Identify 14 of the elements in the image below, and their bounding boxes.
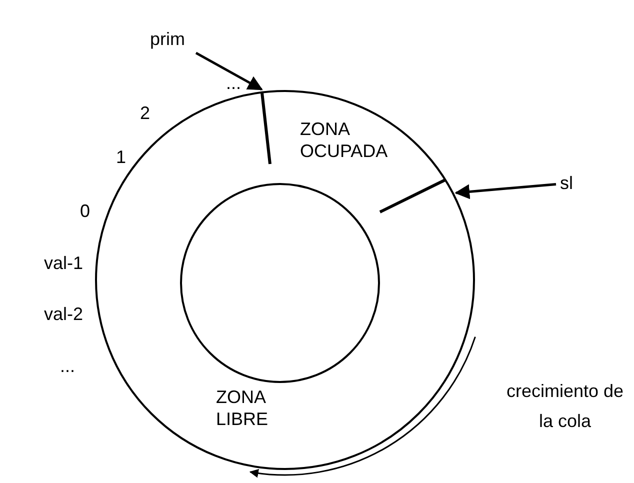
index-label: 2 — [140, 102, 150, 124]
zone-label: ZONA LIBRE — [216, 386, 270, 430]
arrow — [195, 52, 263, 91]
slot-label: val-2 — [44, 303, 84, 325]
direction-label: crecimiento de la cola — [505, 380, 625, 433]
index-label: ... — [226, 72, 242, 94]
pointer-label: sl — [560, 172, 573, 194]
slot-label: val-1 — [44, 252, 84, 274]
pointer-label: prim — [150, 28, 185, 50]
index-label: 0 — [80, 200, 90, 222]
zone-label: ZONA OCUPADA — [300, 118, 389, 162]
slot-label: ... — [60, 355, 76, 377]
index-label: 1 — [116, 146, 126, 168]
arrow — [454, 183, 556, 200]
